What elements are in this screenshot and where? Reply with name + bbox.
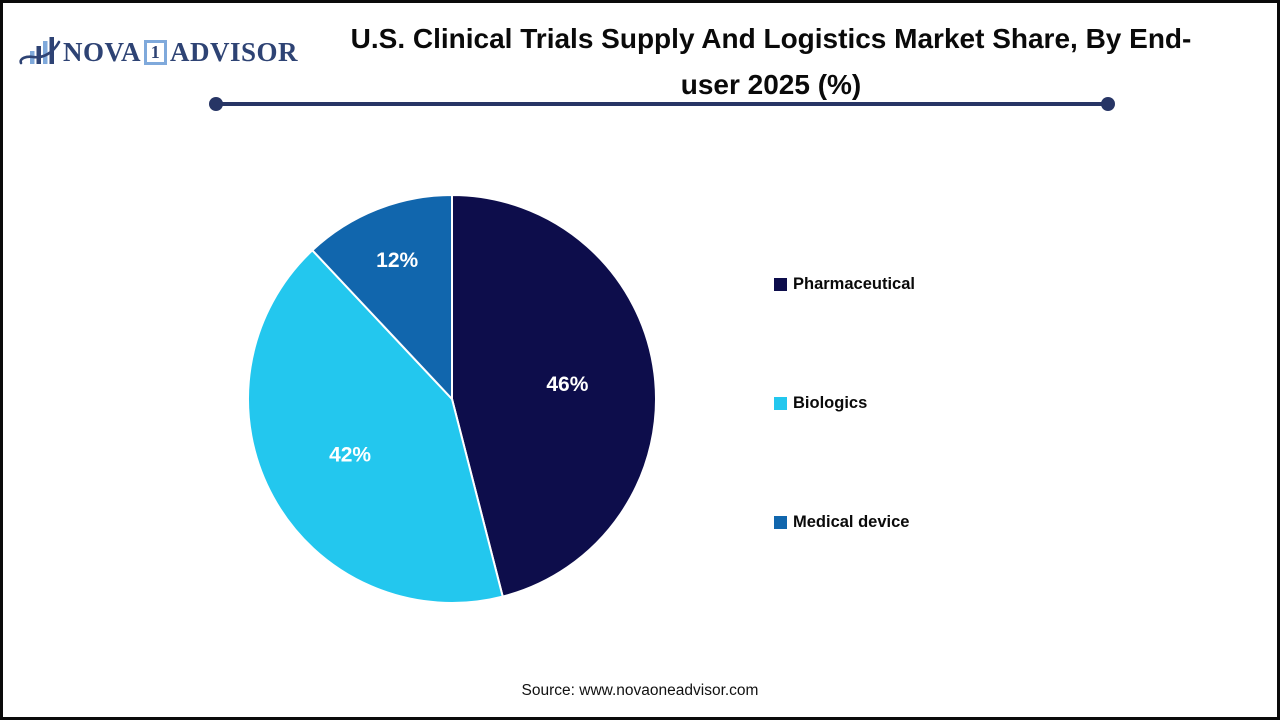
logo-text: NOVA 1 ADVISOR [63, 37, 298, 68]
chart-title-line1: U.S. Clinical Trials Supply And Logistic… [350, 23, 1192, 54]
legend-marker-biologics [774, 396, 787, 410]
logo-one-box: 1 [144, 39, 168, 65]
nova-one-advisor-logo: NOVA 1 ADVISOR [19, 34, 298, 70]
pie-slice-label-pharmaceutical: 46% [546, 373, 588, 396]
logo-text-advisor: ADVISOR [170, 36, 299, 67]
chart-title-line2: user 2025 (%) [680, 69, 862, 100]
legend-label-medical-device: Medical device [793, 512, 910, 531]
logo-text-nova: NOVA [63, 36, 142, 67]
legend-marker-medical-device [774, 515, 787, 529]
legend-marker-pharmaceutical [774, 277, 787, 291]
pie-slice-biologics [247, 249, 504, 604]
legend-label-pharmaceutical: Pharmaceutical [793, 274, 915, 293]
legend-label-biologics: Biologics [793, 393, 868, 412]
legend-item-biologics: Biologics [774, 393, 867, 413]
bar-chart-swoosh-icon [19, 34, 61, 70]
chart-title: U.S. Clinical Trials Supply And Logistic… [291, 16, 1251, 108]
pie-slice-medical-device [311, 194, 453, 400]
pie-slice-label-medical-device: 12% [376, 249, 418, 272]
pie-slice-pharmaceutical [451, 194, 657, 598]
legend-item-pharmaceutical: Pharmaceutical [774, 274, 915, 294]
legend-item-medical-device: Medical device [774, 512, 909, 532]
pie-slice-label-biologics: 42% [329, 444, 371, 467]
rule-left-dot [209, 97, 223, 111]
title-underline-rule [209, 97, 1115, 111]
source-text: Source: www.novaoneadvisor.com [521, 682, 759, 699]
rule-right-dot [1101, 97, 1115, 111]
pie-chart: 46% 42% 12% [237, 184, 667, 614]
pie-chart-svg: 46% 42% 12% [247, 194, 657, 604]
